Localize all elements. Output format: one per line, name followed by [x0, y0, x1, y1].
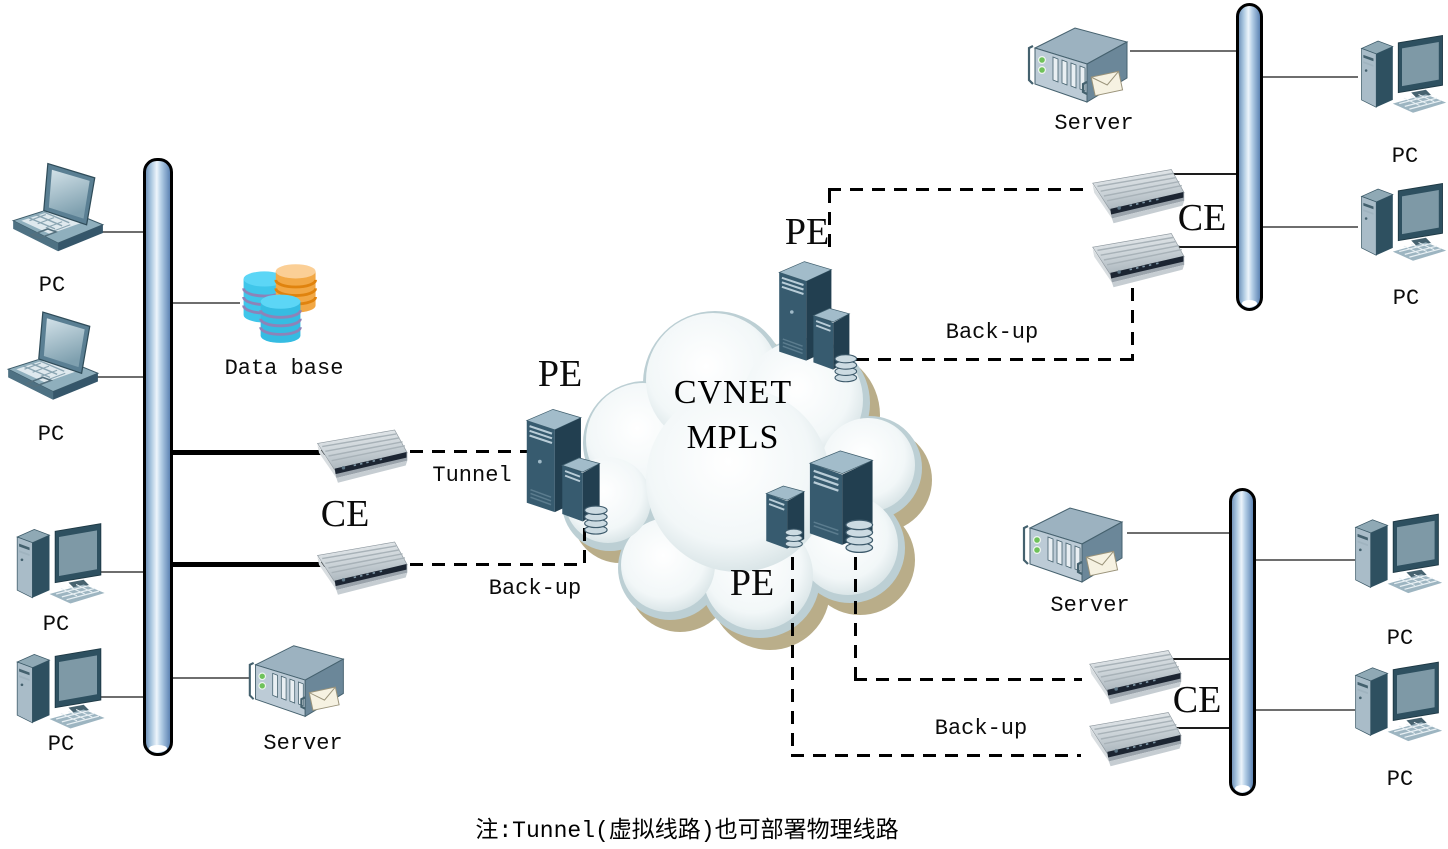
pc-label: PC — [1391, 144, 1419, 169]
server-label: Server — [263, 731, 343, 756]
pc-label: PC — [47, 732, 75, 757]
ce-router-icon — [308, 536, 412, 600]
rack-server-icon — [246, 638, 351, 726]
cloud-title-line2: MPLS — [686, 419, 780, 456]
pe-label: PE — [729, 562, 775, 604]
pc-label: PC — [38, 273, 66, 298]
laptop-icon — [5, 158, 107, 263]
ce-label: CE — [320, 493, 370, 535]
rack-server-icon — [1025, 22, 1135, 110]
link-line — [1127, 532, 1231, 534]
backup-topright-dashed-line-v — [1131, 288, 1134, 361]
footnote: 注:Tunnel(虚拟线路)也可部署物理线路 — [475, 818, 899, 844]
pe-router-icon — [772, 250, 862, 392]
tunnel-label: Tunnel — [432, 463, 512, 488]
ce-trunk-line — [155, 562, 333, 567]
link-line — [1262, 76, 1358, 78]
desktop-pc-icon — [10, 643, 108, 738]
backup-topright-dashed-line-h — [856, 358, 1134, 361]
pe-bottom-dashed-line-h2 — [854, 678, 1082, 681]
link-line — [172, 677, 250, 679]
server-label: Server — [1054, 111, 1134, 136]
backup-left-dashed-line-v — [583, 528, 586, 566]
network-bus-right-top — [1236, 3, 1263, 311]
link-line — [1255, 709, 1355, 711]
backup-label: Back-up — [934, 716, 1028, 741]
backup-bottom-dashed-line-v1 — [791, 557, 794, 757]
link-line — [1130, 50, 1238, 52]
rack-server-icon — [1020, 502, 1130, 590]
pc-label: PC — [1386, 767, 1414, 792]
link-line — [1168, 173, 1238, 175]
link-line — [100, 571, 145, 573]
ce-router-icon — [308, 424, 412, 488]
link-line — [97, 376, 145, 378]
pe-router-pair-icon — [758, 448, 896, 560]
desktop-pc-icon — [10, 518, 108, 613]
tunnel-dashed-line — [410, 450, 528, 453]
link-line — [1262, 226, 1358, 228]
pe-topright-dashed-line-v — [828, 190, 831, 254]
network-bus-left — [143, 158, 173, 756]
desktop-pc-icon — [1350, 656, 1444, 751]
pe-topright-dashed-line-h — [828, 188, 1092, 191]
pe-label: PE — [537, 353, 583, 395]
ce-trunk-line — [155, 450, 333, 455]
ce-label: CE — [1177, 197, 1227, 239]
network-bus-right-bottom — [1229, 488, 1256, 796]
pc-label: PC — [1392, 286, 1420, 311]
ce-label: CE — [1172, 679, 1222, 721]
pc-label: PC — [42, 612, 70, 637]
backup-left-dashed-line-h — [410, 563, 586, 566]
cloud-title-line1: CVNET — [673, 374, 793, 411]
database-icon — [236, 260, 326, 350]
backup-label: Back-up — [488, 576, 582, 601]
cloud-title: CVNET MPLS — [633, 370, 833, 460]
server-label: Server — [1050, 593, 1130, 618]
pc-label: PC — [1386, 626, 1414, 651]
link-line — [1172, 246, 1238, 248]
backup-label: Back-up — [945, 320, 1039, 345]
link-line — [1162, 658, 1232, 660]
desktop-pc-icon — [1350, 508, 1444, 603]
desktop-pc-icon — [1355, 178, 1448, 270]
link-line — [100, 696, 145, 698]
link-line — [1255, 559, 1355, 561]
link-line — [100, 231, 145, 233]
backup-bottom-dashed-line-h1 — [791, 754, 1081, 757]
pe-label: PE — [784, 211, 830, 253]
link-line — [172, 302, 240, 304]
desktop-pc-icon — [1355, 30, 1448, 122]
pe-router-icon — [518, 400, 614, 542]
pe-bottom-dashed-line-v2 — [854, 557, 857, 681]
pc-label: PC — [37, 422, 65, 447]
link-line — [1168, 727, 1232, 729]
laptop-icon — [0, 305, 102, 413]
database-label: Data base — [224, 356, 344, 381]
